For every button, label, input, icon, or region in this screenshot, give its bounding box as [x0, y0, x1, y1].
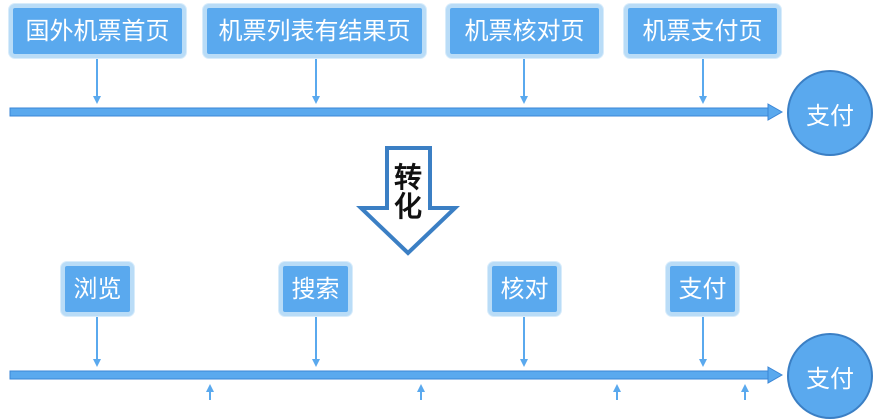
bottom-step-2: 搜索 [279, 262, 352, 316]
top-connectors [93, 58, 707, 104]
bottom-step-2-label: 搜索 [291, 275, 340, 303]
bottom-step-3-label: 核对 [500, 275, 549, 303]
bottom-timeline [9, 366, 784, 384]
bottom-connectors [93, 315, 707, 367]
upward-arrows [206, 384, 749, 400]
top-step-4-label: 机票支付页 [642, 17, 763, 45]
conversion-char-1: 转 [393, 161, 422, 194]
top-step-3: 机票核对页 [446, 4, 603, 58]
bottom-end-label: 支付 [806, 364, 854, 393]
top-step-2: 机票列表有结果页 [203, 4, 426, 58]
conversion-arrow [356, 146, 460, 256]
top-end-circle: 支付 [787, 70, 873, 156]
bottom-step-4-label: 支付 [678, 275, 727, 303]
bottom-step-4: 支付 [666, 262, 739, 316]
connector-layer [9, 58, 784, 400]
bottom-step-3: 核对 [488, 262, 561, 316]
top-timeline [9, 103, 784, 121]
top-step-2-label: 机票列表有结果页 [218, 17, 411, 45]
top-step-1-label: 国外机票首页 [25, 17, 170, 45]
bottom-step-1-label: 浏览 [73, 275, 122, 303]
top-step-1: 国外机票首页 [9, 4, 186, 58]
conversion-funnel-diagram: 国外机票首页 机票列表有结果页 机票核对页 机票支付页 支付 转 化 浏览 搜索… [9, 4, 873, 419]
top-step-3-label: 机票核对页 [464, 17, 585, 45]
conversion-label: 转 化 [388, 163, 428, 222]
bottom-end-circle: 支付 [787, 333, 873, 419]
top-end-label: 支付 [806, 101, 854, 130]
top-step-4: 机票支付页 [624, 4, 781, 58]
bottom-step-1: 浏览 [61, 262, 134, 316]
conversion-char-2: 化 [393, 190, 422, 224]
